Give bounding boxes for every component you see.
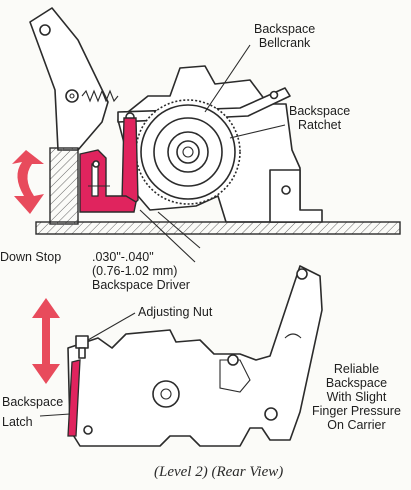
figure-caption: (Level 2) (Rear View)	[154, 464, 284, 480]
lower-side-plate	[67, 265, 323, 447]
backspace-ratchet-wheel	[135, 99, 241, 205]
lower-hub-inner	[160, 388, 172, 400]
base-plate	[35, 221, 401, 235]
reliable-line-3: With Slight	[326, 390, 387, 404]
bellcrank-line-1: Backspace	[254, 22, 316, 36]
reliable-line-4: Finger Pressure	[312, 404, 401, 418]
down-stop-pin	[92, 160, 100, 168]
reliable-line-2: Backspace	[325, 376, 388, 390]
bellcrank-line-2: Bellcrank	[258, 36, 311, 50]
upper-mechanism-view	[12, 7, 401, 235]
lower-pivot	[227, 354, 239, 366]
label-adjusting-nut: Adjusting Nut	[138, 305, 213, 319]
lower-hole-left	[83, 425, 93, 435]
reliable-line-5: On Carrier	[327, 418, 386, 432]
label-backspace-bellcrank: Backspace Bellcrank	[254, 22, 315, 50]
spring-anchor-center	[69, 93, 75, 99]
ratchet-line-1: Backspace	[289, 104, 351, 118]
latch-line-2: Latch	[2, 415, 33, 429]
label-reliable-backspace: Reliable Backspace With Slight Finger Pr…	[312, 362, 401, 432]
lower-leader-lines	[39, 312, 136, 417]
vertical-double-arrow	[32, 298, 60, 384]
down-stop-slot	[91, 163, 99, 197]
lower-hole-top-right	[296, 268, 308, 280]
lower-hole-right	[264, 407, 278, 421]
lower-slot	[284, 333, 302, 339]
label-backspace-driver: .030"-.040" (0.76-1.02 mm) Backspace Dri…	[92, 250, 190, 292]
label-backspace-latch: Backspace Latch	[2, 392, 63, 432]
driver-line-1: .030"-.040"	[92, 250, 154, 264]
rotation-arrow	[12, 150, 44, 214]
driver-line-2: (0.76-1.02 mm)	[92, 264, 178, 278]
ratchet-line-2: Ratchet	[298, 118, 342, 132]
adjusting-nut-part	[75, 335, 89, 349]
spring	[81, 89, 119, 103]
adjusting-nut-shank	[78, 347, 86, 359]
frame-hole	[39, 24, 51, 36]
label-down-stop: Down Stop	[0, 250, 62, 264]
upper-leader-lines	[88, 44, 286, 263]
bracket-hole	[281, 185, 291, 195]
label-backspace-ratchet: Backspace Ratchet	[289, 104, 350, 132]
reliable-line-1: Reliable	[333, 362, 380, 376]
bellcrank-pin	[269, 90, 279, 100]
upright-frame	[29, 7, 109, 151]
driver-line-3: Backspace Driver	[92, 278, 190, 292]
right-bracket	[269, 169, 323, 223]
backspace-latch-part	[67, 359, 81, 437]
hatched-wall	[49, 147, 79, 225]
lower-hub-outer	[152, 380, 180, 408]
backspace-driver-arm	[121, 117, 139, 209]
latch-line-1: Backspace	[2, 395, 64, 409]
lower-mechanism-view	[32, 265, 323, 447]
spring-anchor	[65, 89, 79, 103]
